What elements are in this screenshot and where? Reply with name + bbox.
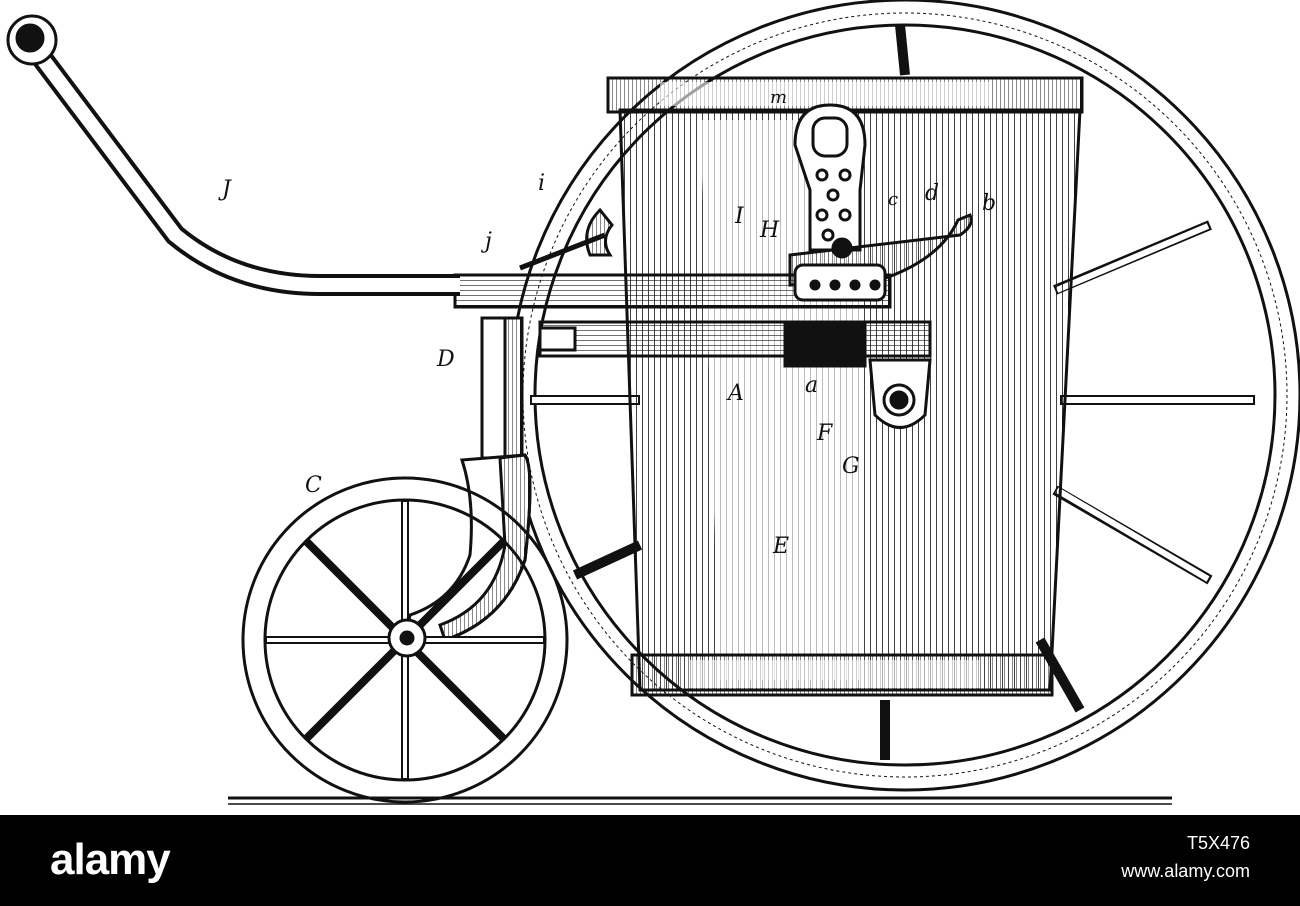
- label-G: G: [842, 454, 860, 479]
- push-handle: [6, 14, 460, 296]
- frame-bar: [538, 320, 932, 368]
- image-credit: T5X476 www.alamy.com: [1121, 829, 1250, 885]
- label-a: a: [805, 373, 818, 398]
- label-F: F: [816, 421, 833, 446]
- ground-line: [228, 796, 1172, 805]
- label-H: H: [759, 218, 780, 243]
- label-D: D: [436, 347, 455, 372]
- front-fork: [403, 316, 532, 642]
- label-I: I: [734, 204, 745, 229]
- label-A: A: [726, 381, 744, 406]
- label-m: m: [770, 87, 787, 108]
- label-i: i: [538, 171, 545, 196]
- lug-ring: [868, 358, 932, 429]
- tub-barrel: [606, 76, 1084, 697]
- alamy-logo: alamy: [50, 835, 171, 884]
- label-b: b: [982, 191, 996, 216]
- label-E: E: [772, 534, 789, 559]
- hook: [519, 207, 614, 271]
- image-id: T5X476: [1186, 833, 1250, 853]
- label-c: c: [888, 189, 898, 210]
- lever-bar: [453, 213, 973, 309]
- label-J: J: [218, 177, 232, 202]
- label-j: j: [480, 229, 492, 254]
- watermark-footer: alamy T5X476 www.alamy.com: [0, 815, 1300, 906]
- label-d: d: [925, 181, 939, 206]
- site-url: www.alamy.com: [1121, 861, 1250, 881]
- label-C: C: [305, 473, 322, 498]
- small-wheel: [241, 476, 569, 804]
- engraving-illustration: J i j I m H c d b D A a F G C E: [6, 0, 1300, 805]
